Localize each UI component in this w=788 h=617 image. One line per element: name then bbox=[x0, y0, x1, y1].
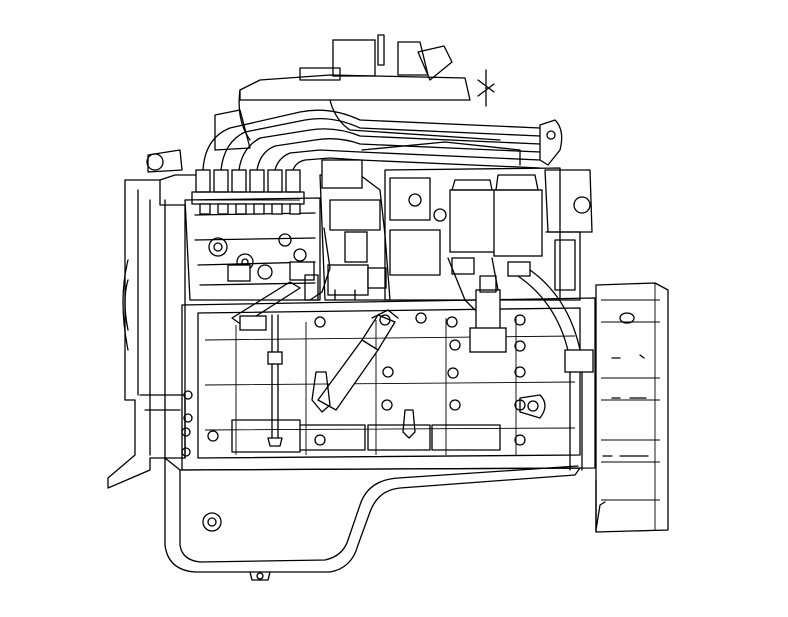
delivery-valves bbox=[191, 169, 305, 215]
lift-pump bbox=[447, 257, 507, 353]
flywheel-housing bbox=[595, 282, 669, 533]
valve-cover bbox=[214, 34, 495, 151]
engine-block bbox=[181, 297, 596, 471]
fuel-lines bbox=[202, 89, 541, 171]
block-bolts bbox=[181, 312, 526, 457]
oil-pan bbox=[164, 457, 581, 581]
governor-housing bbox=[304, 159, 391, 301]
oil-line bbox=[231, 227, 331, 331]
mount-bracket bbox=[402, 394, 546, 439]
coolant-pipe bbox=[517, 269, 594, 471]
fuel-filters bbox=[449, 174, 543, 277]
dipstick bbox=[267, 314, 283, 447]
front-cover bbox=[107, 149, 206, 489]
oil-filler-tube bbox=[311, 309, 399, 413]
injection-pump bbox=[184, 169, 321, 301]
